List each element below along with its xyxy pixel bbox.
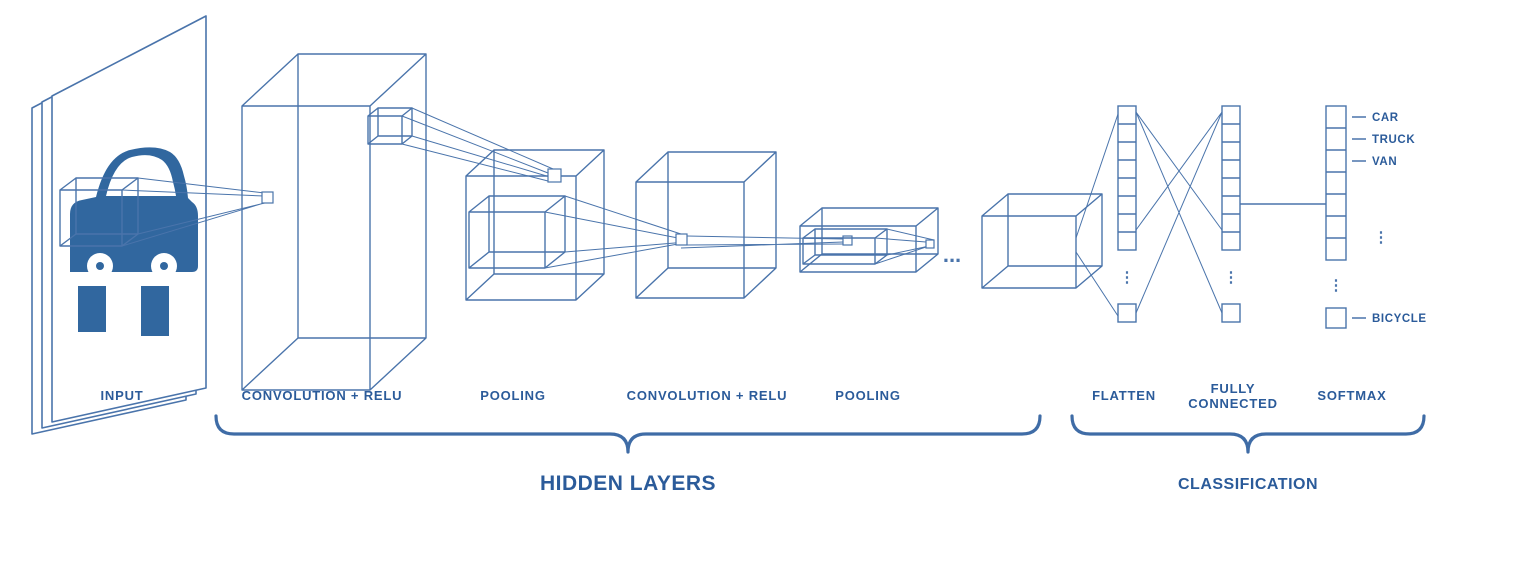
classification-label: CLASSIFICATION	[1178, 476, 1318, 493]
hidden-layers-ellipsis: ...	[943, 242, 961, 267]
softmax-last-cell	[1325, 307, 1347, 329]
pool2-target-square	[842, 235, 853, 246]
flatten-fan-lines	[1075, 113, 1119, 317]
conv1-box	[241, 53, 427, 391]
stage-label-flatten: FLATTEN	[1092, 388, 1156, 403]
fc-vector-ellipsis: ⋮	[1224, 269, 1239, 286]
pool1-layer	[465, 149, 605, 301]
stage-label-conv1: CONVOLUTION + RELU	[242, 388, 403, 403]
projection-lines-conv1-pool1	[401, 107, 561, 182]
stage-label-softmax: SOFTMAX	[1317, 388, 1386, 403]
class-label-car: CAR	[1372, 112, 1399, 124]
flatten-vector-ellipsis: ⋮	[1120, 269, 1135, 286]
car-window	[106, 155, 176, 196]
stage-label-pool1: POOLING	[480, 388, 546, 403]
class-label-van: VAN	[1372, 156, 1397, 168]
conv1-target-square	[261, 191, 274, 204]
stage-label-pool2: POOLING	[835, 388, 901, 403]
fc-last-cell	[1221, 303, 1241, 323]
flatten-vector: ⋮	[1117, 105, 1137, 323]
feature-map-box	[981, 193, 1103, 289]
pool2-layer	[799, 207, 939, 273]
hidden-layers-label: HIDDEN LAYERS	[540, 472, 716, 495]
stage-label-input: INPUT	[101, 388, 144, 403]
conv2-target-square	[675, 233, 688, 246]
pool2-box	[799, 207, 939, 273]
class-label-truck: TRUCK	[1372, 134, 1415, 146]
class-label-ticks	[1352, 116, 1366, 319]
conv2-box	[635, 151, 777, 299]
pool1-box	[465, 149, 605, 301]
conv1-patch-box	[367, 107, 413, 145]
softmax-vector: ⋮	[1325, 105, 1347, 329]
stage-label-conv2: CONVOLUTION + RELU	[627, 388, 788, 403]
car-wheel-block-left	[78, 286, 106, 332]
classification-brace	[1070, 414, 1426, 454]
conv1-layer	[241, 53, 427, 391]
projection-lines-input-conv1	[121, 177, 274, 247]
input-image-panel	[31, 15, 207, 435]
flatten-last-cell	[1117, 303, 1137, 323]
projection-lines-pool1-conv2	[544, 195, 688, 269]
fully-connected-vector: ⋮	[1221, 105, 1241, 323]
class-label-bicycle: BICYCLE	[1372, 313, 1427, 325]
fully-connected-lines	[1135, 111, 1223, 314]
conv2-layer	[635, 151, 777, 299]
projection-lines-pool2-tip	[874, 228, 935, 265]
hidden-layers-brace	[214, 414, 1042, 454]
pool2-tip-square	[925, 239, 935, 249]
stage-label-fully-connected-line2: CONNECTED	[1188, 396, 1278, 411]
pool1-inner-box	[468, 195, 566, 269]
softmax-vector-ellipsis: ⋮	[1329, 277, 1344, 294]
car-wheel-block-right	[141, 286, 169, 336]
pool1-target-square	[547, 168, 562, 183]
class-labels-ellipsis: ⋮	[1374, 229, 1389, 246]
stage-label-fully-connected-line1: FULLY	[1211, 381, 1256, 396]
